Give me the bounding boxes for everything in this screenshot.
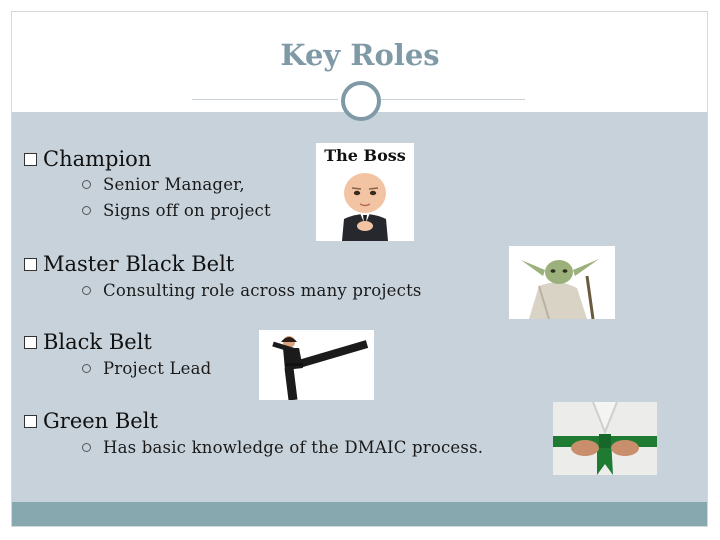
role-detail: Project Lead <box>82 359 211 378</box>
role-detail: Signs off on project <box>82 201 271 220</box>
karate-kick-icon <box>259 330 374 400</box>
role-detail: Consulting role across many projects <box>82 281 422 300</box>
green-belt-image <box>553 402 657 475</box>
slide-title: Key Roles <box>280 38 440 72</box>
footer-bar <box>12 502 707 526</box>
role-detail: Senior Manager, <box>82 175 245 194</box>
role-champion: Champion <box>24 147 151 171</box>
ring-bullet-icon <box>82 443 91 452</box>
ring-bullet-icon <box>82 180 91 189</box>
role-black-belt: Black Belt <box>24 330 152 354</box>
checkbox-bullet-icon <box>24 257 37 271</box>
role-detail: Has basic knowledge of the DMAIC process… <box>82 438 483 457</box>
boss-caption: The Boss <box>324 146 406 165</box>
boss-baby-icon <box>316 143 414 241</box>
ring-bullet-icon <box>82 286 91 295</box>
role-label: Green Belt <box>43 409 158 433</box>
green-belt-icon <box>553 402 657 475</box>
role-label: Master Black Belt <box>43 252 235 276</box>
role-green-belt: Green Belt <box>24 409 158 433</box>
yoda-image <box>509 246 615 319</box>
checkbox-bullet-icon <box>24 335 37 349</box>
yoda-icon <box>509 246 615 319</box>
boss-baby-image: The Boss <box>316 143 414 241</box>
role-label: Black Belt <box>43 330 152 354</box>
slide-frame <box>11 11 708 527</box>
title-circle-ornament <box>341 81 381 121</box>
role-master-black-belt: Master Black Belt <box>24 252 234 276</box>
role-label: Champion <box>43 147 152 171</box>
ring-bullet-icon <box>82 364 91 373</box>
checkbox-bullet-icon <box>24 414 37 428</box>
ring-bullet-icon <box>82 206 91 215</box>
title-divider-left <box>192 99 338 100</box>
title-divider-right <box>381 99 525 100</box>
checkbox-bullet-icon <box>24 152 37 166</box>
karate-kick-image <box>259 330 374 400</box>
